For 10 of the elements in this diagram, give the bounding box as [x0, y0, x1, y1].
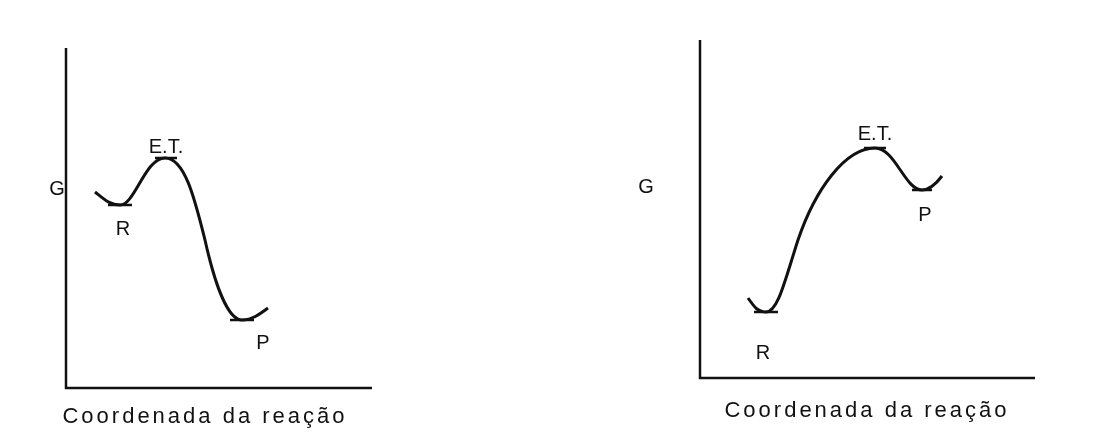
axis-title: Coordenada da reação	[724, 399, 1010, 421]
axis-label: G	[49, 178, 65, 198]
point-label: P	[256, 332, 270, 352]
peak-label: E.T.	[148, 136, 184, 156]
point-label: R	[115, 218, 131, 238]
axis-title: Coordenada da reação	[62, 405, 348, 427]
point-label: R	[755, 342, 771, 362]
axis-label: G	[638, 176, 654, 196]
point-label: P	[918, 204, 932, 224]
peak-label: E.T.	[857, 123, 893, 143]
